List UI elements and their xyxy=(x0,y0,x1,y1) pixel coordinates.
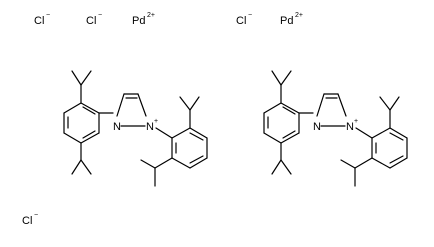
svg-text:Cl: Cl xyxy=(22,215,32,227)
svg-text:Pd: Pd xyxy=(280,15,293,27)
svg-text:Cl: Cl xyxy=(236,15,246,27)
n2-aryl-bond xyxy=(355,127,373,139)
svg-text:2+: 2+ xyxy=(147,12,155,19)
svg-text:Cl: Cl xyxy=(86,15,96,27)
n2-aryl-bond xyxy=(155,127,173,139)
imidazolium-charge: + xyxy=(354,118,358,125)
left-isopropyl-top xyxy=(271,70,292,104)
svg-text:−: − xyxy=(98,12,102,19)
svg-text:−: − xyxy=(248,12,252,19)
imidazolium-n1-label: N xyxy=(313,121,321,133)
svg-text:−: − xyxy=(46,12,50,19)
right-isopropyl-bottom xyxy=(140,157,173,187)
imidazolium-n2-label: N xyxy=(146,121,154,133)
svg-text:Cl: Cl xyxy=(34,15,44,27)
left-isopropyl-top xyxy=(71,70,92,104)
right-isopropyl-bottom xyxy=(340,157,373,187)
chloride-ion-3: Cl − xyxy=(236,12,252,27)
imidazolium-molecule-1: N N + xyxy=(63,70,208,187)
left-isopropyl-bottom xyxy=(271,142,292,175)
chloride-ion-2: Cl − xyxy=(86,12,102,27)
svg-text:Pd: Pd xyxy=(132,15,145,27)
imidazolium-n1-label: N xyxy=(113,121,121,133)
chloride-ion-4: Cl − xyxy=(22,212,38,227)
imidazolium-ring xyxy=(316,93,347,127)
palladium-ion-2: Pd 2+ xyxy=(280,12,303,27)
chloride-ion-1: Cl − xyxy=(34,12,50,27)
palladium-ion-1: Pd 2+ xyxy=(132,12,155,27)
chemical-structure-diagram: Cl − Cl − Pd 2+ Cl − Pd 2+ Cl − xyxy=(22,12,408,227)
imidazolium-charge: + xyxy=(154,118,158,125)
imidazolium-n2-label: N xyxy=(346,121,354,133)
right-aryl-ring xyxy=(371,127,408,169)
right-isopropyl-top xyxy=(179,96,200,129)
left-aryl-ring xyxy=(63,102,100,144)
imidazolium-molecule-2: N N + xyxy=(263,70,408,187)
svg-text:2+: 2+ xyxy=(295,12,303,19)
imidazolium-ring xyxy=(116,93,147,127)
svg-text:−: − xyxy=(34,212,38,219)
right-aryl-ring xyxy=(171,127,208,169)
left-aryl-ring xyxy=(263,102,300,144)
left-isopropyl-bottom xyxy=(71,142,92,175)
right-isopropyl-top xyxy=(379,96,400,129)
